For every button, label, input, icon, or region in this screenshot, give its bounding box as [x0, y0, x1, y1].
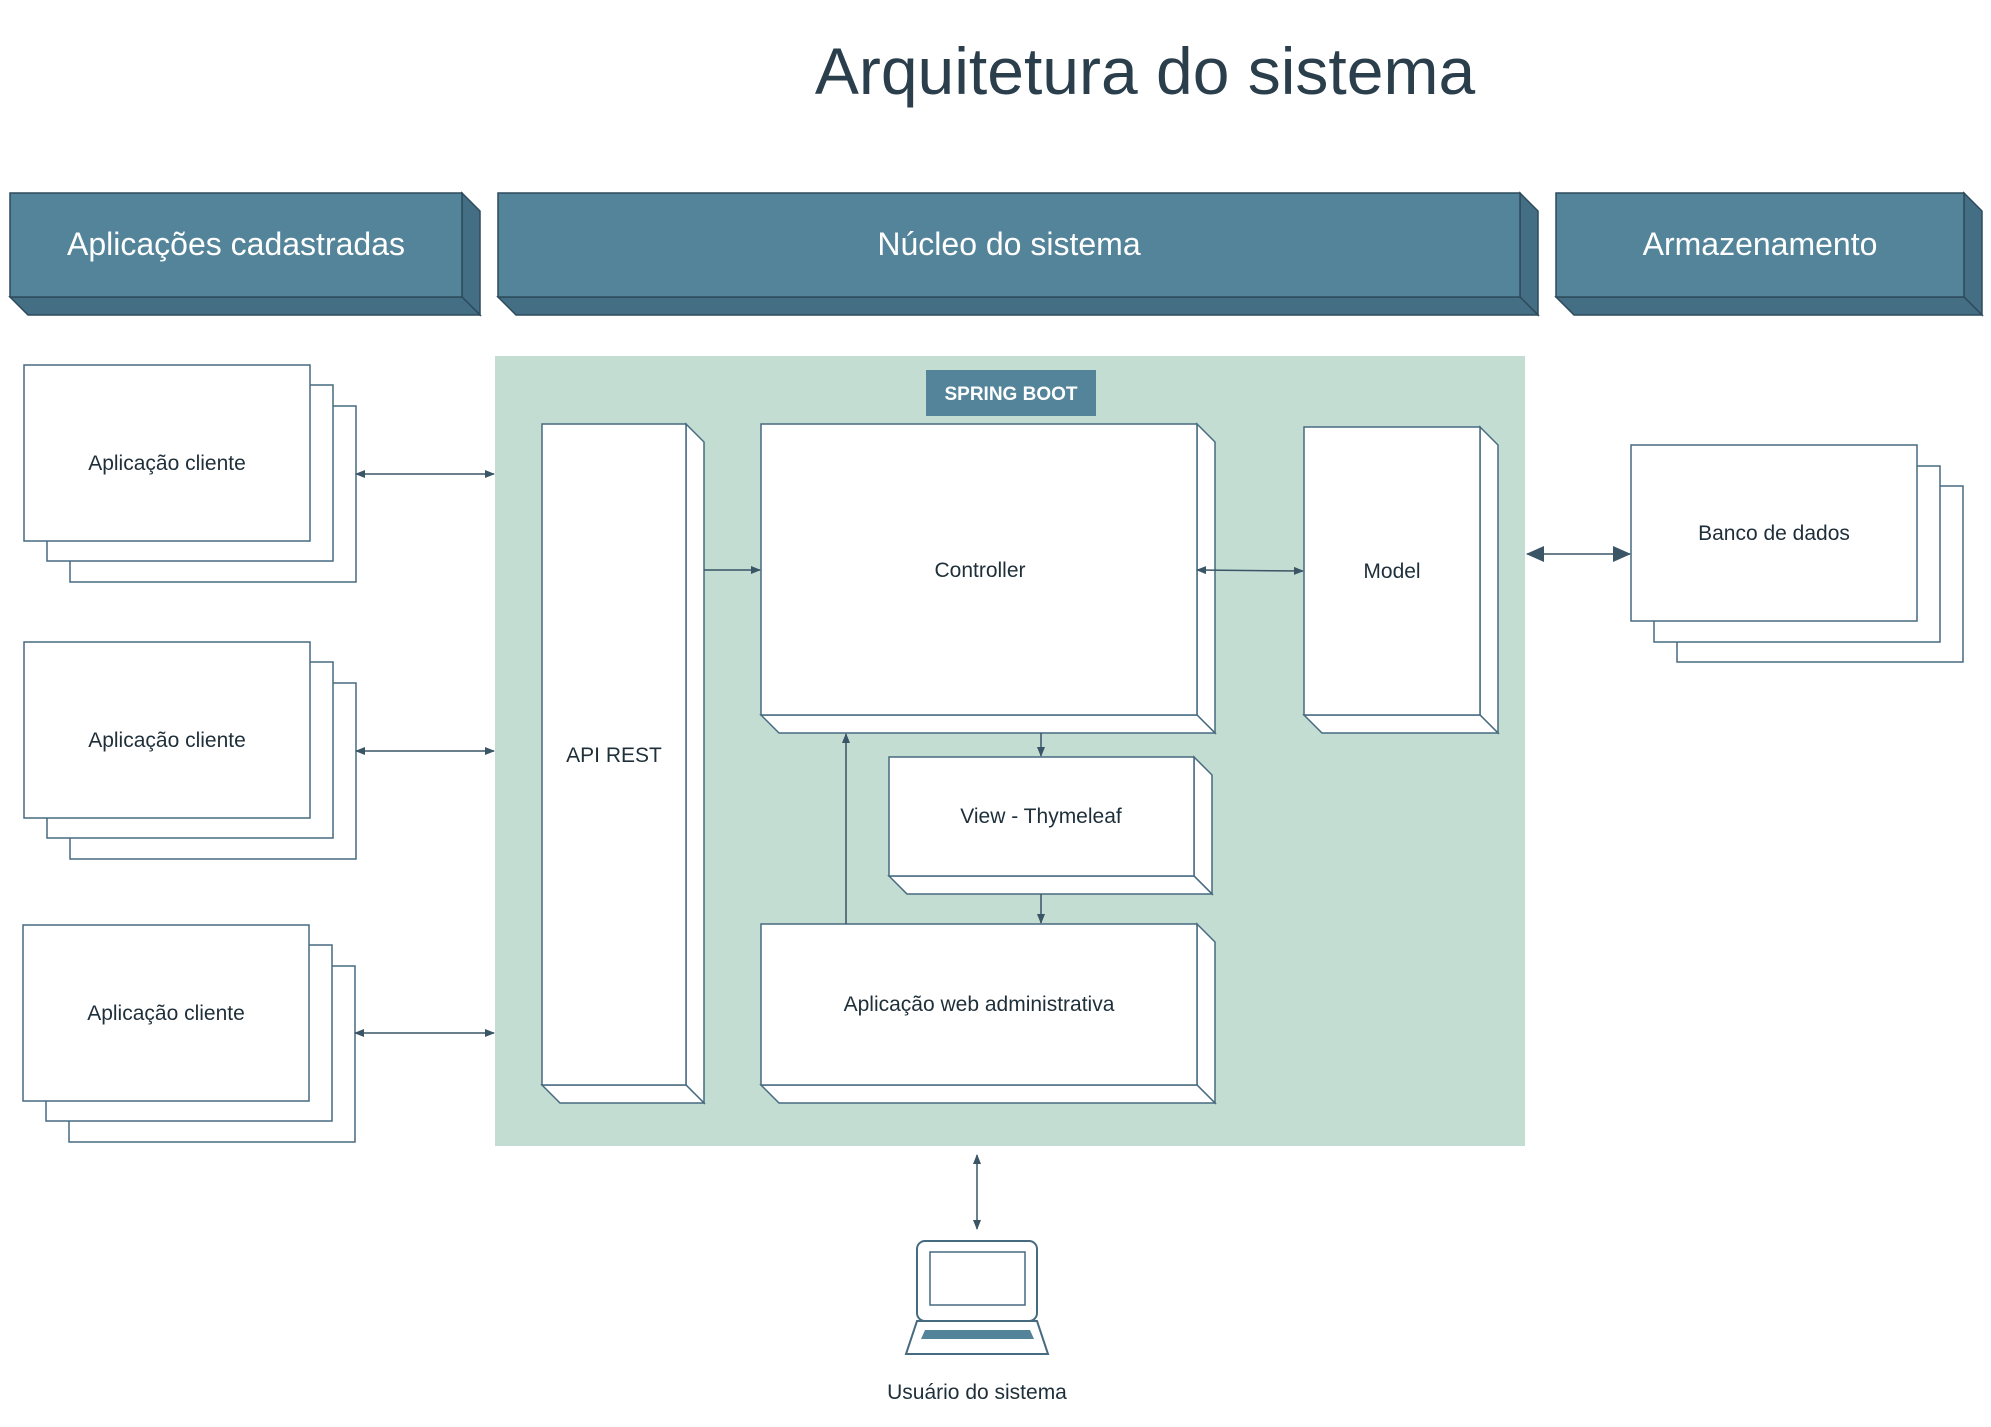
client-app-2-label: Aplicação cliente [88, 729, 246, 752]
controller-block: Controller [759, 422, 1217, 735]
user-label: Usuário do sistema [887, 1381, 1067, 1404]
client-app-2: Aplicação cliente [23, 641, 357, 860]
spring-boot-tag: SPRING BOOT [926, 370, 1096, 416]
laptop-icon [904, 1240, 1050, 1355]
header-core: Núcleo do sistema [496, 191, 1540, 317]
header-apps: Aplicações cadastradas [8, 191, 482, 317]
view-block: View - Thymeleaf [887, 755, 1214, 896]
client-app-3-label: Aplicação cliente [87, 1002, 245, 1025]
controller-model-arrow [1196, 566, 1304, 575]
database-stack: Banco de dados [1630, 444, 1964, 663]
client-app-3: Aplicação cliente [22, 924, 356, 1143]
admin-app-label: Aplicação web administrativa [844, 993, 1115, 1016]
client-app-1-label: Aplicação cliente [88, 452, 246, 475]
diagram-title: Arquitetura do sistema [815, 34, 1476, 108]
header-core-label: Núcleo do sistema [877, 226, 1140, 262]
api-rest-block: API REST [540, 422, 706, 1105]
api-rest-label: API REST [566, 744, 662, 767]
model-label: Model [1363, 560, 1420, 583]
controller-label: Controller [934, 559, 1025, 582]
model-block: Model [1302, 425, 1500, 735]
header-apps-label: Aplicações cadastradas [67, 226, 405, 262]
client-app-1: Aplicação cliente [23, 364, 357, 583]
database-label: Banco de dados [1698, 522, 1850, 545]
header-storage: Armazenamento [1554, 191, 1984, 317]
spring-boot-label: SPRING BOOT [944, 384, 1077, 405]
admin-app-block: Aplicação web administrativa [759, 922, 1217, 1105]
header-storage-label: Armazenamento [1643, 226, 1878, 262]
view-label: View - Thymeleaf [960, 805, 1122, 828]
